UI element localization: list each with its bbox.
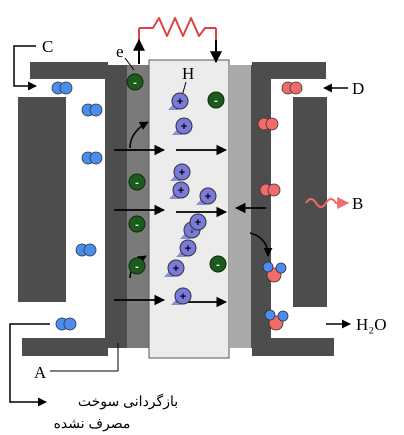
- svg-text:+: +: [180, 291, 186, 303]
- svg-text:+: +: [185, 243, 191, 255]
- cathode-top-plate: [252, 62, 326, 79]
- label-b: B: [352, 194, 363, 213]
- label-c: C: [42, 37, 53, 56]
- electron-icon: -: [126, 73, 144, 91]
- svg-text:-: -: [216, 259, 220, 271]
- cathode-end-plates: [251, 62, 334, 356]
- anode-inner-plate: [18, 97, 66, 302]
- svg-text:-: -: [214, 95, 218, 107]
- svg-text:+: +: [205, 191, 211, 203]
- e-leader: [124, 57, 135, 71]
- svg-text:-: -: [135, 219, 139, 231]
- proton-icon: +: [170, 163, 191, 181]
- cathode-bipolar-plate: [251, 65, 271, 348]
- label-water: H₂O: [356, 315, 386, 334]
- recycle-label-line2: مصرف نشده: [54, 415, 131, 432]
- hydrogen-molecule-icon: [75, 243, 97, 257]
- water-molecule-icon: [264, 309, 289, 331]
- fuel-flow-lines: [9, 45, 187, 407]
- label-a: A: [34, 363, 47, 382]
- hydrogen-molecule-icon: [51, 81, 73, 95]
- svg-text:+: +: [179, 167, 185, 179]
- electron-icon: -: [128, 173, 146, 191]
- svg-text:+: +: [177, 96, 183, 108]
- cathode-electrode: [229, 65, 251, 348]
- oxygen-molecule-icon: [257, 117, 279, 131]
- oxygen-reaction-arrow: [249, 232, 273, 257]
- anode-top-plate: [30, 62, 108, 79]
- electron-icon: -: [209, 255, 227, 273]
- cathode-inner-plate: [293, 97, 327, 307]
- svg-text:+: +: [178, 185, 184, 197]
- proton-icon: +: [176, 239, 197, 257]
- oxidant-flow-lines: [249, 83, 351, 329]
- svg-text:+: +: [195, 217, 201, 229]
- heat-wave-arrow-icon: [305, 197, 350, 209]
- proton-icon: +: [169, 181, 190, 199]
- proton-icon: +: [171, 287, 192, 305]
- proton-icon: +: [172, 117, 193, 135]
- anode-electrode: [127, 65, 149, 348]
- electrons: - - - - - -: [126, 73, 227, 275]
- svg-text:-: -: [133, 77, 137, 89]
- proton-icon: +: [196, 187, 217, 205]
- oxygen-molecule-icon: [281, 81, 303, 95]
- label-e: e: [116, 42, 124, 61]
- anode-bipolar-plate: [105, 65, 127, 348]
- zigzag-resistor-icon: [139, 17, 216, 37]
- proton-icon: +: [186, 213, 207, 231]
- hydrogen-molecule-icon: [55, 317, 77, 331]
- svg-text:-: -: [135, 261, 139, 273]
- curved-electron-arrow: [129, 121, 149, 149]
- svg-text:+: +: [181, 121, 187, 133]
- anode-bottom-plate: [22, 338, 108, 356]
- fuel-outlet-arrow: [9, 323, 50, 407]
- fuel-inlet-arrow: [13, 45, 37, 91]
- oxygen-molecule-icon: [259, 183, 281, 197]
- hydrogen-molecule-icon: [81, 151, 103, 165]
- water-molecule-icon: [262, 261, 287, 283]
- hydrogen-molecule-icon: [81, 103, 103, 117]
- external-circuit: [133, 17, 222, 64]
- label-d: D: [352, 79, 364, 98]
- electron-icon: -: [128, 257, 146, 275]
- proton-icon: +: [168, 92, 189, 110]
- protons: ++++++++++: [164, 92, 217, 305]
- electron-icon: -: [207, 91, 225, 109]
- svg-text:+: +: [173, 263, 179, 275]
- molecules: [51, 81, 303, 331]
- cathode-bottom-plate: [252, 338, 334, 356]
- recycle-label-line1: بازگردانی سوخت: [78, 393, 178, 410]
- svg-text:-: -: [135, 177, 139, 189]
- proton-icon: +: [164, 259, 185, 277]
- label-h: H: [182, 64, 194, 83]
- electron-icon: -: [128, 215, 146, 233]
- anode-end-plates: [18, 62, 127, 356]
- flow-arrows: [114, 121, 266, 308]
